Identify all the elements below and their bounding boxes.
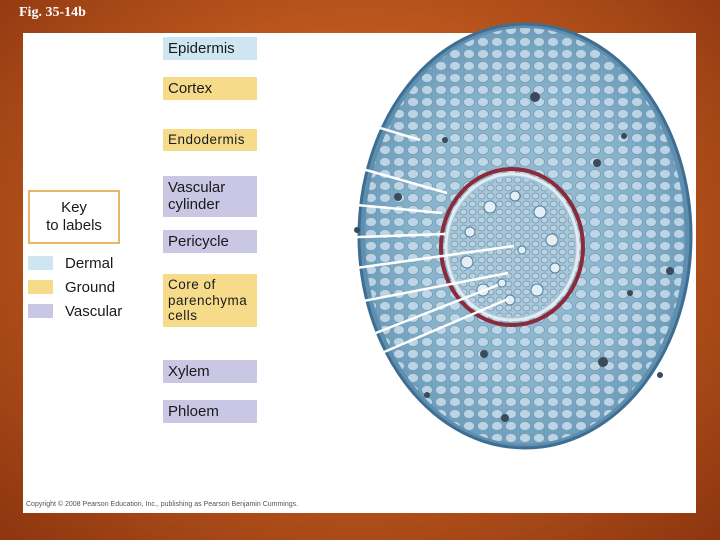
label-vascular-cylinder: Vascular cylinder <box>163 176 257 217</box>
label-phloem: Phloem <box>163 400 257 424</box>
copyright-credit: Copyright © 2008 Pearson Education, Inc.… <box>26 501 299 508</box>
xylem-vessels <box>460 190 561 306</box>
key-swatch-dermal <box>28 256 53 270</box>
label-xylem: Xylem <box>163 360 257 384</box>
label-endodermis: Endodermis <box>163 129 257 151</box>
label-cortex: Cortex <box>163 77 257 101</box>
key-label-dermal: Dermal <box>65 255 114 272</box>
leader-lines <box>329 122 515 360</box>
key-label-ground: Ground <box>65 279 116 296</box>
key-heading-box: Key to labels <box>28 190 120 244</box>
endodermis-ring <box>439 167 585 327</box>
cortex-dark-cells <box>354 92 674 422</box>
key-swatch-vascular <box>28 304 53 318</box>
key-swatch-ground <box>28 280 53 294</box>
key-label-vascular: Vascular <box>65 303 123 320</box>
label-epidermis: Epidermis <box>163 37 257 61</box>
label-core-parenchyma: Core of parenchyma cells <box>163 274 257 327</box>
label-pericycle: Pericycle <box>163 230 257 254</box>
figure-title: Fig. 35-14b <box>19 5 86 20</box>
